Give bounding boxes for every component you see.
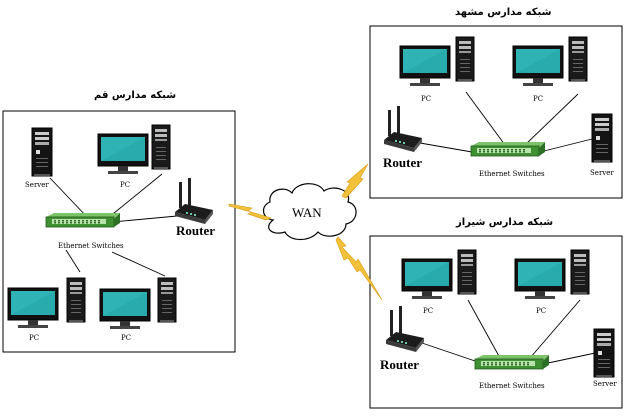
shiraz-pc-1-label: PC: [423, 307, 434, 315]
mashhad-server: [591, 113, 613, 163]
shiraz-switch: [474, 354, 550, 370]
shiraz-pc-2-label: PC: [536, 307, 547, 315]
lightning-links: [228, 163, 383, 301]
wan-cloud: [263, 183, 357, 241]
qom-pc-1: [97, 124, 171, 175]
mashhad-links: [419, 91, 597, 153]
qom-server-label: Server: [25, 181, 49, 189]
mashhad-switch-label: Ethernet Switches: [479, 170, 545, 178]
qom-network-box: [2, 110, 236, 353]
qom-pc-2-label: PC: [29, 334, 40, 342]
qom-pc-1-label: PC: [120, 181, 131, 189]
shiraz-server-label: Server: [593, 380, 617, 388]
mashhad-server-label: Server: [590, 169, 614, 177]
qom-pc-2: [7, 277, 86, 329]
mashhad-router: [384, 106, 422, 152]
shiraz-links: [421, 299, 601, 364]
qom-switch-label: Ethernet Switches: [58, 242, 124, 250]
qom-links: [49, 173, 189, 277]
shiraz-router-label: Router: [380, 357, 419, 372]
mashhad-network-box: [369, 25, 623, 199]
shiraz-pc-1: [401, 249, 477, 300]
qom-switch: [45, 212, 121, 228]
qom-pc-3-label: PC: [121, 334, 132, 342]
mashhad-pc-1-label: PC: [421, 95, 432, 103]
mashhad-switch: [470, 141, 546, 157]
mashhad-pc-1: [399, 36, 475, 87]
shiraz-switch-label: Ethernet Switches: [479, 382, 545, 390]
mashhad-router-label: Router: [383, 155, 422, 170]
qom-router: [175, 178, 213, 224]
qom-pc-3: [99, 277, 177, 330]
shiraz-network-box: [369, 235, 623, 409]
shiraz-router: [386, 306, 424, 352]
qom-router-label: Router: [176, 223, 215, 238]
mashhad-pc-2: [512, 36, 588, 87]
mashhad-pc-2-label: PC: [533, 95, 544, 103]
shiraz-server: [593, 328, 615, 378]
shiraz-title: شبکه مدارس شیراز: [456, 217, 554, 228]
qom-server: [31, 127, 53, 177]
wan-label: WAN: [292, 205, 322, 220]
mashhad-title: شبکه مدارس مشهد: [455, 7, 552, 18]
shiraz-pc-2: [514, 249, 590, 300]
qom-title: شبکه مدارس قم: [94, 90, 177, 101]
